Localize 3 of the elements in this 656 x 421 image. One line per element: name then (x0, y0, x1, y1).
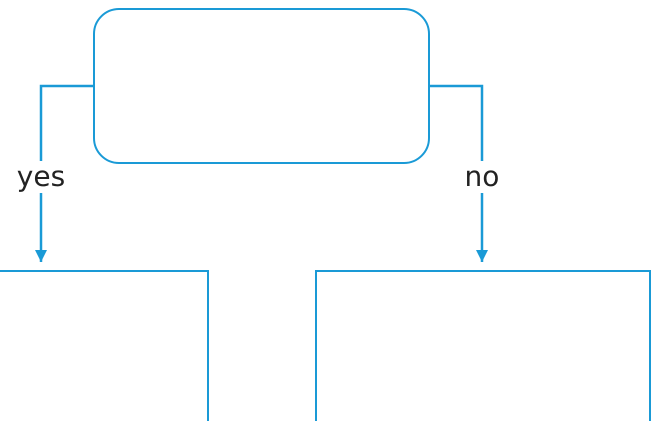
process-box (315, 270, 651, 421)
rounded-process-box (93, 8, 430, 164)
process-box (0, 270, 209, 421)
